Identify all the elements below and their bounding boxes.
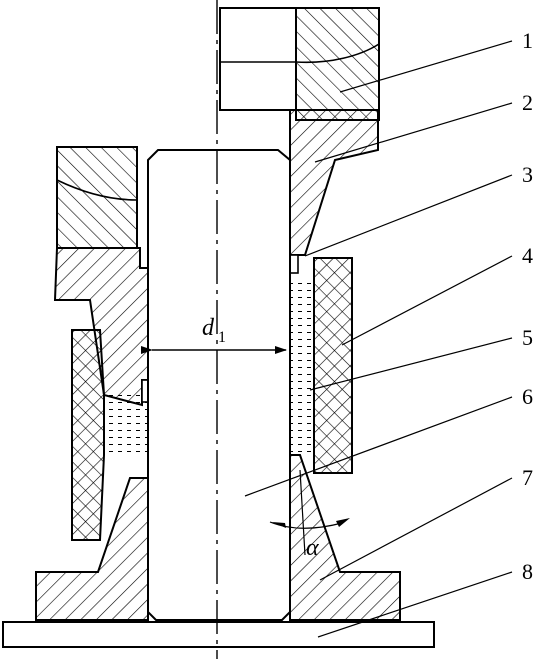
- angle-annotation: α: [269, 469, 350, 561]
- upper-die: [53, 109, 379, 407]
- dimension-symbol: d: [202, 315, 215, 341]
- bottom-die: [35, 454, 401, 621]
- ram-block: [56, 7, 380, 249]
- label-2: 2: [522, 90, 533, 115]
- angle-symbol: α: [306, 535, 319, 561]
- part-labels: 1 2 3 4 5 6 7 8: [522, 28, 533, 584]
- label-7: 7: [522, 465, 533, 490]
- label-1: 1: [522, 28, 533, 53]
- fluid: [104, 282, 314, 455]
- label-8: 8: [522, 559, 533, 584]
- label-3: 3: [522, 162, 533, 187]
- dimension-subscript: 1: [218, 329, 226, 346]
- label-6: 6: [522, 384, 533, 409]
- label-4: 4: [522, 243, 533, 268]
- diameter-dimension: d 1: [141, 315, 287, 354]
- base-plate: [2, 621, 435, 648]
- ring-4: [71, 257, 353, 541]
- leader-lines: [244, 40, 513, 638]
- workpiece-rod: [147, 149, 291, 621]
- label-5: 5: [522, 325, 533, 350]
